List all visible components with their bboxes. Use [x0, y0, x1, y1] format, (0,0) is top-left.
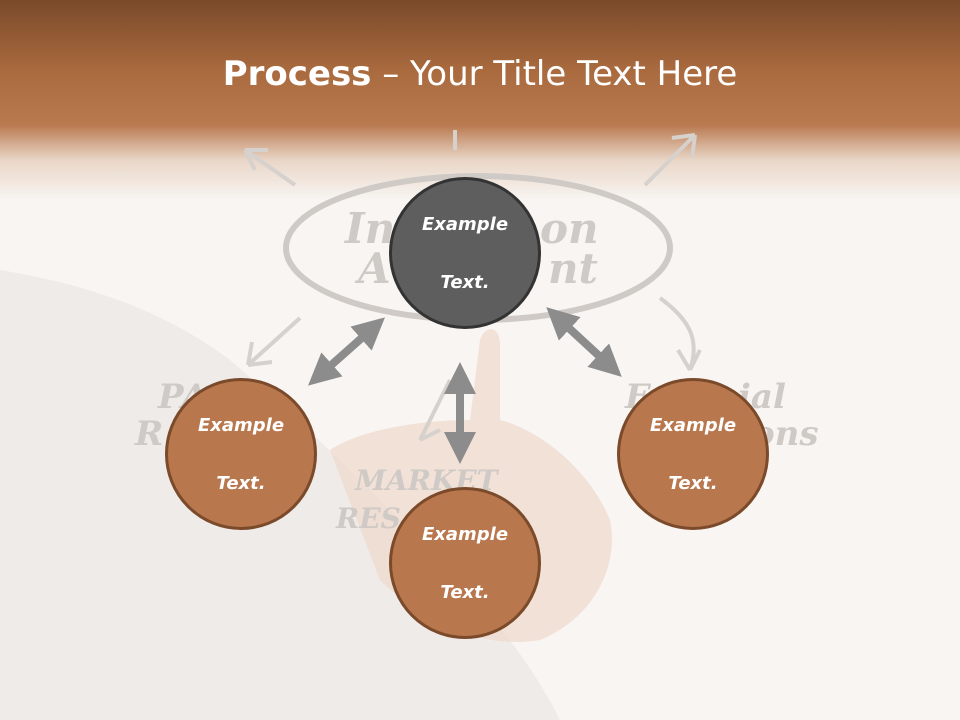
double-arrow-left — [308, 317, 385, 386]
left-node-line1: Example — [197, 414, 285, 436]
sketch-word-8: RES — [335, 502, 401, 535]
bottom-node-line2: Text. — [440, 581, 490, 603]
slide-title: Process – Your Title Text Here — [0, 52, 960, 96]
bottom-node-line1: Example — [421, 523, 509, 545]
sketch-arrow-up-left — [243, 148, 297, 187]
right-node-line2: Text. — [668, 472, 718, 494]
center-node-line2: Text. — [440, 271, 490, 293]
center-node-line1: Example — [421, 213, 509, 235]
double-arrow-right — [546, 307, 622, 377]
sketch-arrow-down-left — [246, 316, 302, 367]
left-node-line2: Text. — [216, 472, 266, 494]
sketch-word-4: nt — [548, 244, 598, 293]
title-banner — [0, 0, 960, 200]
sketch-arrow-up-right — [643, 133, 697, 187]
sketch-word-3: A — [354, 244, 391, 293]
sketch-word-2: on — [540, 204, 599, 253]
title-rest: – Your Title Text Here — [371, 54, 738, 94]
title-bold: Process — [222, 54, 372, 94]
sketch-word-6: R — [134, 414, 163, 454]
sketch-arrow-down-right — [658, 296, 702, 372]
sketch-word-1: In — [344, 204, 395, 253]
right-node-line1: Example — [649, 414, 737, 436]
